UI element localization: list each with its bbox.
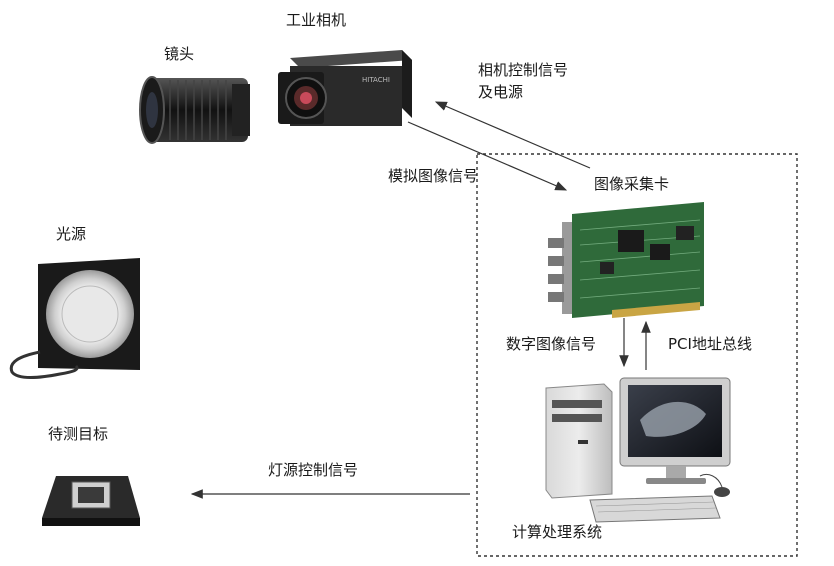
light-control-label: 灯源控制信号 bbox=[268, 461, 359, 479]
digital-signal-label: 数字图像信号 bbox=[506, 335, 597, 353]
frame-grabber-label: 图像采集卡 bbox=[594, 175, 670, 193]
keyboard-icon bbox=[589, 473, 730, 523]
computer-tower-icon bbox=[545, 383, 613, 499]
frame-grabber-card-icon bbox=[548, 202, 704, 318]
light-source-label: 光源 bbox=[56, 225, 87, 243]
camera-control-label-line1: 相机控制信号 bbox=[478, 61, 569, 79]
camera-control-arrow bbox=[434, 101, 591, 169]
ring-light-icon bbox=[9, 258, 140, 379]
analog-signal-arrow bbox=[407, 121, 568, 191]
industrial-camera-label: 工业相机 bbox=[286, 11, 347, 29]
pci-bus-label: PCI地址总线 bbox=[668, 335, 752, 353]
system-boundary bbox=[476, 153, 798, 557]
target-label: 待测目标 bbox=[48, 425, 109, 443]
computer-monitor-icon bbox=[619, 377, 731, 484]
camera-brand-text: HITACHI bbox=[362, 76, 390, 84]
camera-control-label-line2: 及电源 bbox=[478, 83, 524, 101]
target-object-icon bbox=[42, 476, 140, 526]
computer-system-label: 计算处理系统 bbox=[512, 523, 603, 541]
lens-icon bbox=[139, 76, 250, 144]
lens-label: 镜头 bbox=[164, 45, 195, 63]
analog-signal-label: 模拟图像信号 bbox=[388, 167, 479, 185]
industrial-camera-icon: HITACHI bbox=[278, 50, 412, 126]
